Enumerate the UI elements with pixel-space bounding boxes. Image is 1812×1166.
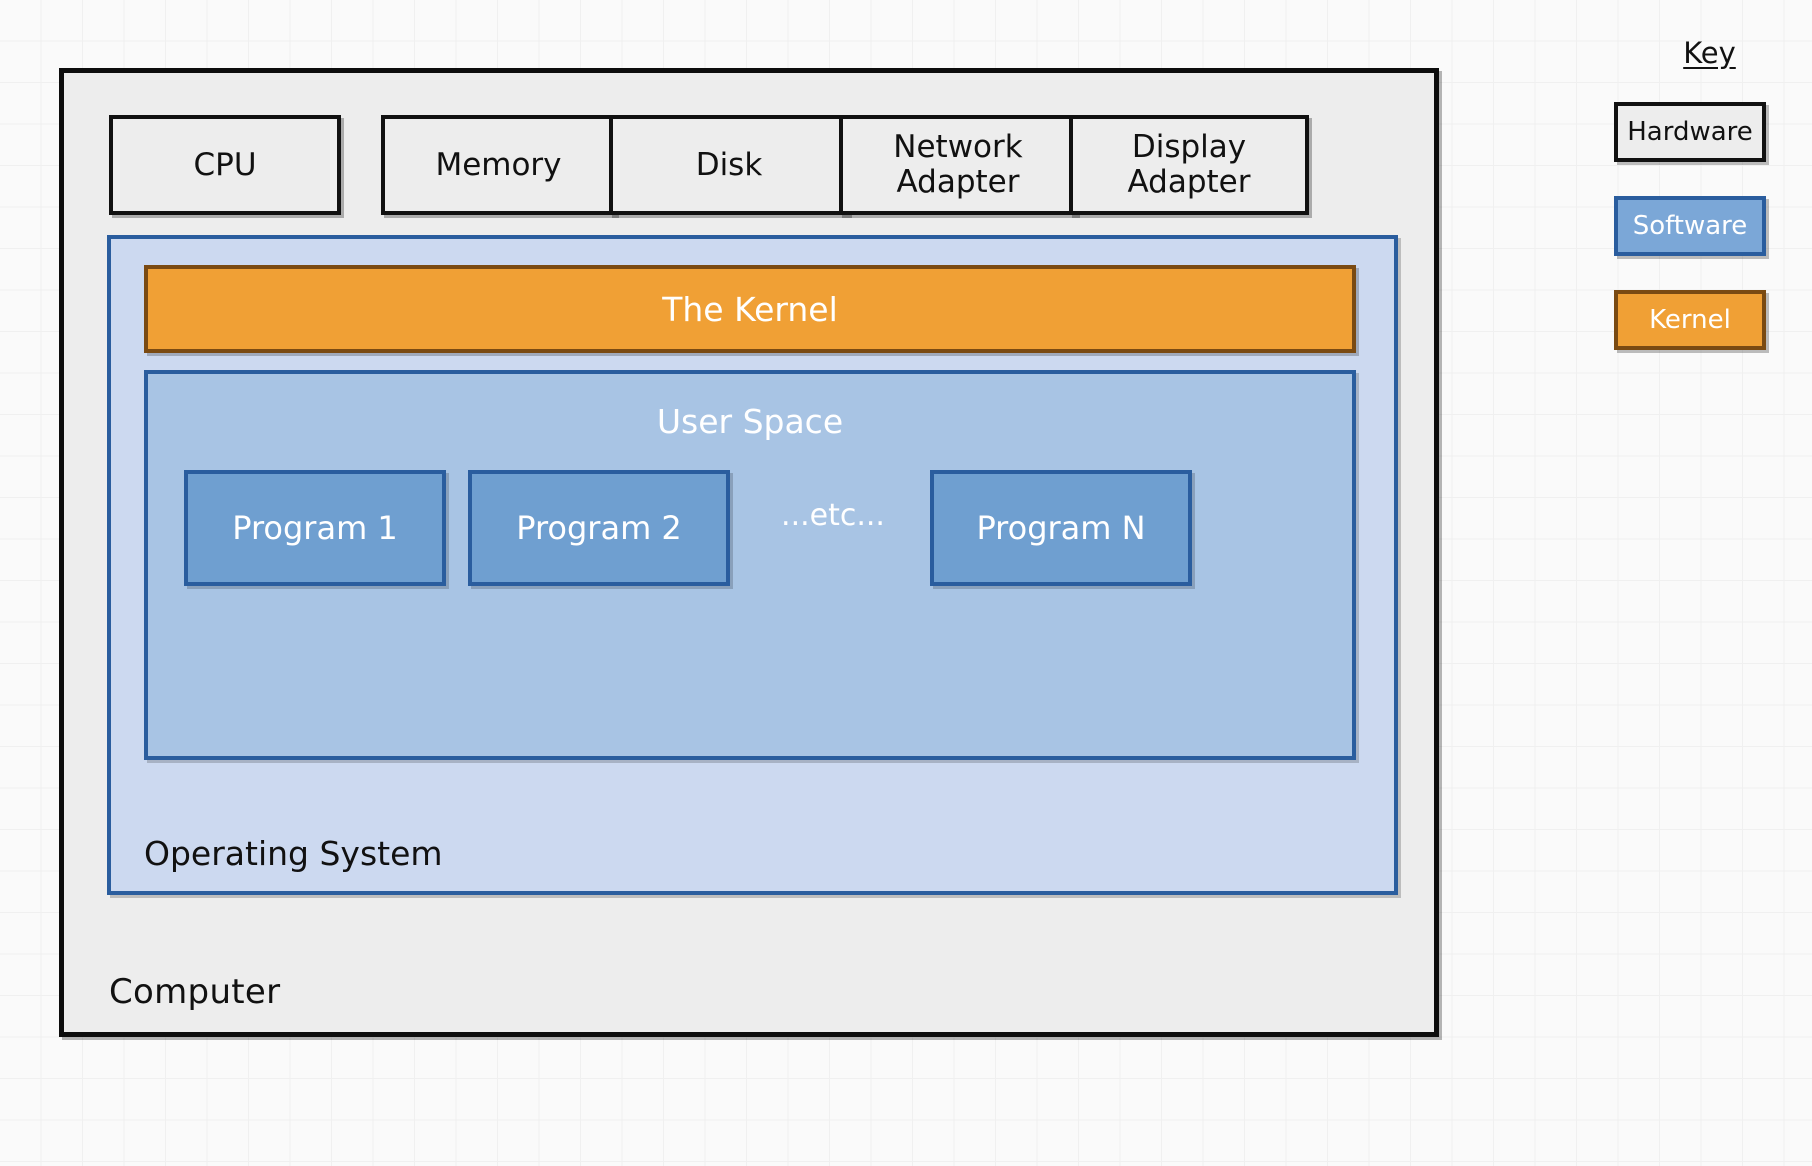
hardware-box-cpu: CPU: [109, 115, 341, 215]
key-item-hardware: Hardware: [1614, 102, 1766, 162]
hardware-box-memory: Memory: [381, 115, 616, 215]
program-box-2: Program 2: [468, 470, 730, 586]
user-space-container: User Space Program 1 Program 2 ...etc...…: [144, 370, 1356, 760]
key-legend: Key Hardware Software Kernel: [1607, 36, 1812, 366]
hardware-label-cpu: CPU: [193, 146, 257, 183]
computer-label: Computer: [109, 972, 281, 1012]
key-label-hardware: Hardware: [1627, 117, 1753, 147]
program-row: Program 1 Program 2 ...etc... Program N: [148, 470, 1352, 590]
program-label-n: Program N: [976, 509, 1146, 547]
hardware-label-memory: Memory: [435, 146, 562, 183]
program-label-1: Program 1: [232, 509, 398, 547]
hardware-label-disk: Disk: [695, 146, 763, 183]
key-title-text: Key: [1683, 36, 1736, 70]
etc-ellipsis-label: ...etc...: [781, 498, 885, 533]
hardware-box-disk: Disk: [609, 115, 849, 215]
key-item-kernel: Kernel: [1614, 290, 1766, 350]
operating-system-container: The Kernel User Space Program 1 Program …: [107, 235, 1398, 895]
key-item-software: Software: [1614, 196, 1766, 256]
key-title: Key: [1607, 36, 1812, 70]
program-box-n: Program N: [930, 470, 1192, 586]
kernel-label: The Kernel: [662, 289, 838, 329]
key-label-software: Software: [1632, 211, 1748, 241]
key-label-kernel: Kernel: [1649, 305, 1731, 335]
program-label-2: Program 2: [516, 509, 682, 547]
user-space-title: User Space: [656, 402, 844, 441]
program-box-1: Program 1: [184, 470, 446, 586]
kernel-bar: The Kernel: [144, 265, 1356, 353]
operating-system-label: Operating System: [144, 834, 443, 873]
